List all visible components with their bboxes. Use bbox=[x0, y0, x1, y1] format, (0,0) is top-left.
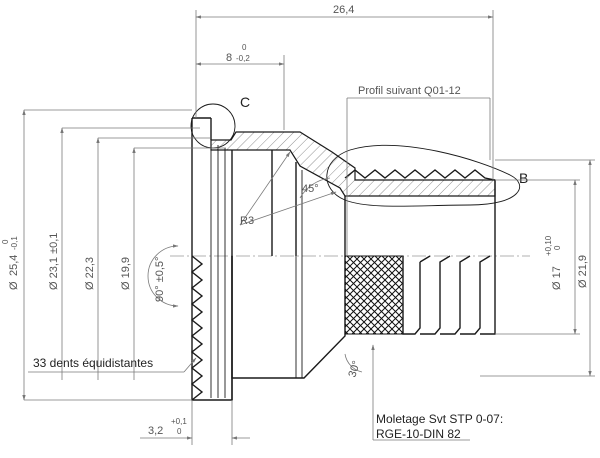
dim-angle-30-text: 30° bbox=[346, 359, 363, 379]
knurl-note-line1: Moletage Svt STP 0-07: bbox=[376, 412, 503, 426]
teeth-profile bbox=[190, 255, 204, 401]
dim-angle-90 bbox=[147, 244, 179, 308]
dim-dia-199-text: Ø 19,9 bbox=[120, 257, 132, 290]
dim-dia-17-tol-up: +0,10 bbox=[544, 235, 553, 256]
dim-dia-17-text-group: Ø 17 +0,10 0 bbox=[544, 235, 563, 290]
dim-angle-45 bbox=[299, 177, 331, 199]
section-hatch bbox=[210, 131, 496, 197]
flange-outline bbox=[191, 118, 233, 401]
dim-dia-254-value: 25,4 bbox=[8, 255, 20, 276]
dim-dia-254-tol-low: -0,1 bbox=[10, 236, 19, 250]
dim-dia-223-text: Ø 22,3 bbox=[84, 257, 96, 290]
dim-flange-len-tol-low: -0,2 bbox=[236, 54, 250, 63]
teeth-leader-arrow bbox=[183, 357, 197, 373]
knurl-note-line2: RGE-10-DIN 82 bbox=[376, 427, 461, 441]
dim-angle-30 bbox=[344, 353, 363, 373]
dim-thickness-tol-low: 0 bbox=[177, 427, 182, 436]
knurl-area bbox=[344, 255, 404, 335]
barb-profile bbox=[344, 169, 496, 181]
leader-r3-a bbox=[239, 151, 291, 226]
barb-lower bbox=[402, 255, 496, 335]
dim-dia-17-text: Ø 17 bbox=[551, 266, 563, 290]
dim-overall-length-text: 26,4 bbox=[333, 4, 354, 16]
dim-dia-254-text-group: Ø 25,4 0 -0,1 bbox=[1, 236, 20, 290]
dim-dia-254-prefix: Ø bbox=[8, 281, 20, 290]
dim-dia-219-text: Ø 21,9 bbox=[577, 255, 589, 288]
dim-angle-90-text: 90° ±0,5° bbox=[154, 257, 166, 302]
dim-flange-len-tol-up: 0 bbox=[242, 43, 247, 52]
dim-flange-len-text: 8 bbox=[226, 52, 232, 64]
radius-r3-text: R3 bbox=[240, 215, 254, 227]
dim-dia-254-tol-up: 0 bbox=[1, 239, 10, 244]
leader-r3-b bbox=[239, 191, 337, 226]
detail-b-label: B bbox=[519, 170, 528, 186]
detail-c-label: C bbox=[240, 94, 250, 110]
view-lower-half bbox=[190, 255, 496, 401]
profil-label: Profil suivant Q01-12 bbox=[358, 85, 461, 97]
dim-dia-231-text: Ø 23,1 ±0,1 bbox=[48, 233, 60, 290]
dim-angle-45-text: 45° bbox=[302, 183, 319, 195]
dim-thickness-tol-up: +0,1 bbox=[171, 417, 187, 426]
section-upper-half bbox=[191, 117, 496, 401]
teeth-note: 33 dents équidistantes bbox=[33, 356, 153, 370]
dim-thickness-text: 3,2 bbox=[148, 425, 163, 437]
dim-dia-17-tol-low: 0 bbox=[553, 245, 562, 250]
cone-body bbox=[231, 256, 346, 379]
